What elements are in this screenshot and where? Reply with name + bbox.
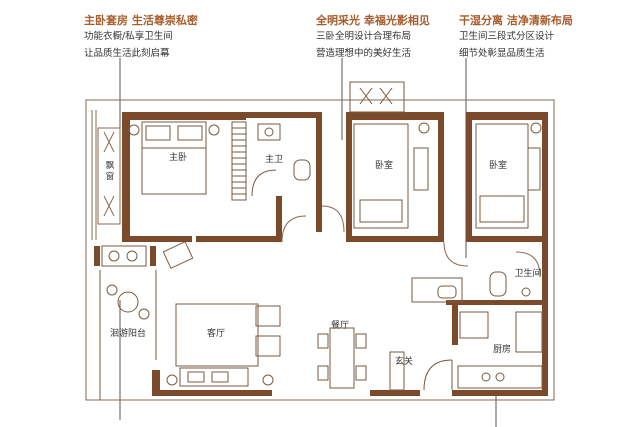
room-label-bedroom: 卧室 bbox=[489, 159, 507, 171]
wall bbox=[316, 112, 322, 232]
outer-frame bbox=[85, 99, 555, 401]
callout-title: 主卧套房 生活尊崇私密 bbox=[84, 14, 198, 27]
callout-line: 让品质生活此刻启幕 bbox=[84, 48, 170, 59]
callout-line: 三卧全明设计合理布局 bbox=[316, 31, 412, 42]
bathroom-fixtures bbox=[411, 271, 531, 339]
wall bbox=[122, 236, 192, 242]
wall bbox=[94, 246, 100, 266]
walls bbox=[94, 112, 548, 396]
bedroom1-bed bbox=[349, 81, 430, 229]
wall bbox=[346, 236, 444, 242]
wall bbox=[246, 112, 316, 118]
wall bbox=[122, 112, 130, 242]
wall bbox=[122, 112, 246, 120]
wall bbox=[152, 390, 272, 396]
living-room-furniture bbox=[166, 303, 281, 387]
wall bbox=[542, 322, 548, 396]
wall bbox=[542, 242, 548, 322]
room-label-bedroom: 卧室 bbox=[375, 159, 393, 171]
room-label-entrance: 玄关 bbox=[395, 355, 413, 367]
wall bbox=[452, 390, 548, 396]
wall bbox=[346, 112, 352, 242]
entrance-cabinet bbox=[389, 351, 453, 391]
room-label-dining-room: 餐厅 bbox=[331, 319, 349, 331]
wall bbox=[196, 236, 282, 242]
callout-line: 功能衣橱/私享卫生间 bbox=[84, 31, 173, 42]
room-label-master-bath: 主卫 bbox=[265, 153, 283, 165]
door-swings bbox=[281, 205, 541, 277]
wall bbox=[542, 112, 548, 242]
wall bbox=[466, 236, 548, 242]
wardrobe bbox=[231, 121, 247, 201]
wall bbox=[276, 196, 282, 242]
callout-title: 全明采光 幸福光影相见 bbox=[316, 14, 430, 27]
room-label-balcony: 洄游阳台 bbox=[110, 327, 146, 339]
bedroom2-bed bbox=[475, 122, 542, 229]
wall bbox=[152, 370, 160, 396]
callout-daylight: 全明采光 幸福光影相见 三卧全明设计合理布局 营造理想中的美好生活 bbox=[316, 13, 430, 62]
room-label-kitchen: 厨房 bbox=[493, 343, 511, 355]
bay-window bbox=[97, 127, 121, 225]
balcony-furniture bbox=[99, 245, 157, 400]
wall bbox=[446, 300, 542, 305]
master-bed bbox=[128, 121, 220, 195]
desk-chair bbox=[162, 241, 194, 269]
wall bbox=[452, 305, 458, 345]
callout-title: 干湿分离 洁净清新布局 bbox=[459, 14, 573, 27]
callout-line: 细节处彰显品质生活 bbox=[459, 48, 545, 59]
room-label-master-bedroom: 主卧 bbox=[169, 151, 187, 163]
wall bbox=[438, 112, 444, 242]
wall bbox=[370, 390, 420, 396]
callout-line: 卫生间三段式分区设计 bbox=[459, 31, 555, 42]
room-label-living-room: 客厅 bbox=[207, 327, 225, 339]
wall bbox=[150, 246, 156, 266]
bay-window-label: 飘窗 bbox=[106, 161, 115, 182]
kitchen-counter bbox=[457, 311, 543, 389]
wall bbox=[466, 112, 548, 120]
room-label-bathroom: 卫生间 bbox=[514, 267, 541, 279]
wall bbox=[466, 112, 472, 242]
callout-bathroom: 干湿分离 洁净清新布局 卫生间三段式分区设计 细节处彰显品质生活 bbox=[459, 13, 573, 62]
callout-line: 营造理想中的美好生活 bbox=[316, 48, 412, 59]
wall bbox=[346, 112, 444, 120]
callout-master-suite: 主卧套房 生活尊崇私密 功能衣橱/私享卫生间 让品质生活此刻启幕 bbox=[84, 13, 198, 62]
master-bath-fixtures bbox=[251, 123, 311, 197]
dining-table bbox=[317, 327, 367, 389]
